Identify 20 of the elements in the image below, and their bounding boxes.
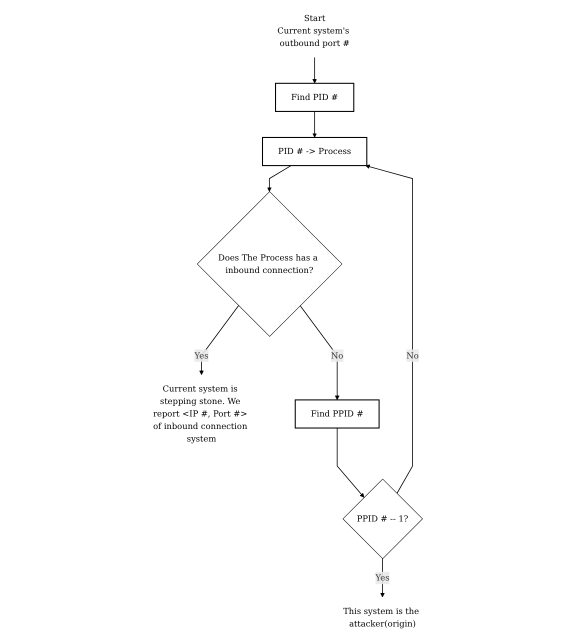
edge-label: Yes [194,350,209,360]
arrow [336,428,364,498]
edge-label: No [331,350,344,360]
node-box: Find PPID # [294,399,380,429]
node-text: Current system is stepping stone. We report <IP #, Port #> of inbound connection system [153,384,248,444]
node-text: Start Current system's outbound port # [277,13,350,48]
arrow [199,305,239,376]
arrow [267,165,292,192]
edge-label: No [406,350,419,360]
node-box: Find PID # [275,82,354,112]
node-diamond: Does The Process has a inbound connection? [196,191,342,337]
arrow [380,558,385,598]
arrow [312,56,317,84]
arrow [300,305,340,400]
node-diamond: PPID # -- 1? [342,478,423,560]
node-text: This system is the attacker(origin) [343,606,420,628]
arrow [312,111,317,138]
edge-label: Yes [375,572,390,583]
node-box: PID # -> Process [262,136,368,166]
arrow [365,164,413,494]
